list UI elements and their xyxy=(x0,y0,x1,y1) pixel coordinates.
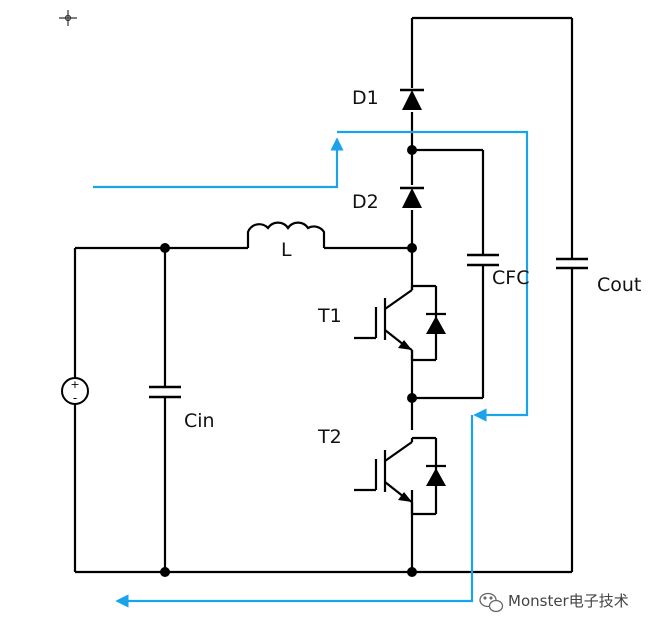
wires xyxy=(73,16,574,574)
source-minus: - xyxy=(73,391,77,405)
igbt-t2-diode-triangle xyxy=(426,468,446,486)
label-cin: Cin xyxy=(184,410,215,432)
label-t2: T2 xyxy=(317,426,342,448)
label-d2: D2 xyxy=(352,191,379,213)
voltage-source: + - xyxy=(61,377,89,405)
igbt-t1-diode-triangle xyxy=(426,316,446,334)
watermark-text: Monster电子技术 xyxy=(508,592,629,610)
capacitor-cfc xyxy=(467,253,499,267)
label-d1: D1 xyxy=(352,87,379,109)
crosshair-mark xyxy=(59,10,77,26)
capacitor-cin xyxy=(149,385,181,399)
current-path xyxy=(93,130,529,608)
label-t1: T1 xyxy=(317,305,342,327)
diode-d1 xyxy=(400,88,424,110)
igbt-t1-emitter-arrow xyxy=(398,340,412,350)
wechat-icon xyxy=(479,592,504,613)
junction-dots xyxy=(160,145,417,577)
source-plus: + xyxy=(70,378,79,391)
watermark: Monster电子技术 xyxy=(479,592,629,613)
inductor-L xyxy=(246,221,326,248)
igbt-t2-emitter-arrow xyxy=(398,492,412,502)
label-cout: Cout xyxy=(597,274,641,296)
label-inductor: L xyxy=(281,239,292,261)
label-cfc: CFC xyxy=(492,267,529,289)
diode-d2 xyxy=(400,186,424,208)
capacitor-cout xyxy=(556,257,588,270)
